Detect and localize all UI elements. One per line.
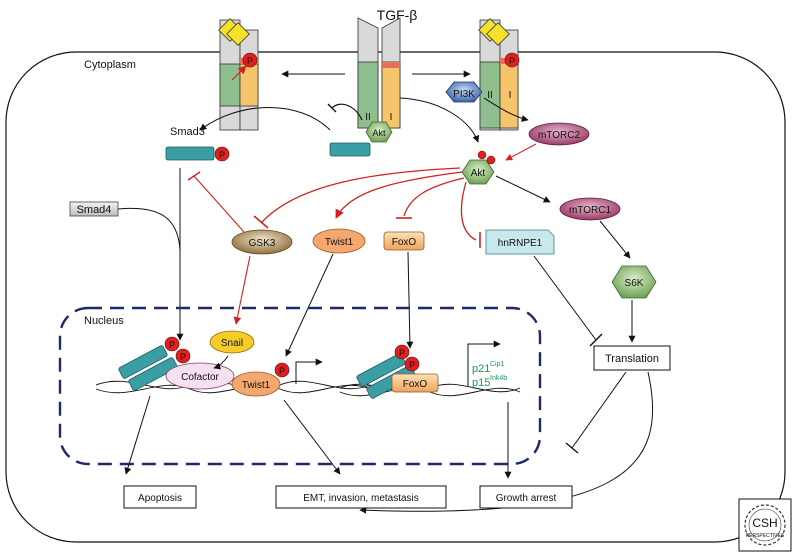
csh-perspectives-logo: CSH PERSPECTIVES: [738, 498, 792, 552]
cofactor-node: Cofactor: [165, 362, 235, 390]
arrow-translation-emt: [359, 371, 654, 514]
growth-arrest-label: Growth arrest: [496, 493, 557, 504]
hnrnpe1-node: hnRNPE1: [485, 229, 555, 255]
arrow-snail-cofactor: [213, 355, 229, 370]
mtorc1-label: mTORC1: [569, 205, 611, 216]
arrow-to-smad3: [199, 107, 331, 131]
receptor-complex-center: II I: [357, 17, 401, 129]
outcome-growth-arrest: Growth arrest: [479, 485, 573, 509]
gene-p15-sup: Ink4b: [490, 375, 507, 382]
gsk3-inhibit-smad3: [193, 175, 245, 233]
arrow-twist1-nucleus: [285, 253, 334, 357]
type2-receptor-label: II: [487, 90, 493, 101]
phospho-label: P: [409, 360, 415, 370]
arrow-to-apoptosis: [124, 395, 151, 475]
apoptosis-label: Apoptosis: [138, 493, 182, 504]
gene-p21: p21: [472, 363, 490, 375]
arrow-foxo-nucleus: [406, 251, 414, 349]
logo-text: CSH: [752, 516, 777, 530]
arrow-to-mtorc2: [483, 97, 529, 122]
arrow-mtorc1-s6k: [599, 220, 631, 259]
mtorc2-node: mTORC2: [528, 122, 590, 146]
mtorc2-label: mTORC2: [538, 130, 580, 141]
transcription-arrow-foxo: [467, 340, 501, 386]
foxo-node: FoxO: [383, 231, 425, 251]
cofactor-label: Cofactor: [181, 372, 219, 383]
tgfb-title: TGF-β: [377, 7, 418, 23]
type2-receptor-label: II: [365, 112, 371, 123]
translation-node: Translation: [593, 345, 671, 371]
gene-p15: p15: [472, 377, 490, 389]
outcome-apoptosis: Apoptosis: [123, 485, 197, 509]
hnrnpe1-label: hnRNPE1: [498, 238, 543, 249]
type1-receptor-label: I: [390, 112, 393, 123]
pi3k-label: PI3K: [453, 89, 475, 100]
translation-inhibit-growth-arrest: [571, 371, 627, 449]
smad4-label: Smad4: [77, 204, 112, 216]
phospho-label: P: [180, 352, 186, 362]
s6k-label: S6K: [625, 278, 644, 289]
smad3-akt-complex: Akt: [327, 103, 393, 157]
arrow-akt-mtorc1: [495, 175, 551, 203]
type1-receptor-label: I: [509, 90, 512, 101]
snail-label: Snail: [221, 338, 243, 349]
pi3k-node: PI3K: [445, 81, 483, 103]
twist1-label: Twist1: [325, 237, 354, 248]
phospho-label: P: [169, 340, 175, 350]
arrow-to-akt: [399, 97, 480, 143]
phospho-label: P: [247, 56, 253, 66]
mtorc1-node: mTORC1: [559, 197, 621, 221]
emt-label: EMT, invasion, metastasis: [303, 493, 419, 504]
phospho-label: P: [279, 366, 285, 376]
smad-complex-nucleus: P P: [118, 336, 191, 391]
twist1-nuclear-node: Twist1 P: [231, 362, 290, 397]
akt-active-node: Akt: [461, 150, 496, 185]
gene-p21-sup: Cip1: [490, 361, 505, 368]
hnrnpe1-inhibit-translation: [533, 255, 597, 341]
receptor-complex-right: P II I: [478, 18, 520, 131]
smad4-join-line: [117, 207, 181, 251]
smad3-label: Smad3: [170, 126, 205, 138]
arrow-gsk3-snail: [233, 255, 251, 325]
cytoplasm-label: Cytoplasm: [84, 59, 136, 71]
gsk3-node: GSK3: [231, 229, 293, 255]
logo-subtext: PERSPECTIVES: [746, 533, 785, 539]
twist1-node: Twist1: [312, 228, 366, 254]
akt-inactive-label: Akt: [372, 128, 386, 138]
nucleus-label: Nucleus: [84, 315, 124, 327]
smad4-node: Smad4: [69, 201, 119, 217]
foxo-label: FoxO: [392, 237, 417, 248]
foxo-nuclear-label: FoxO: [403, 379, 428, 390]
akt-red-edges: [253, 167, 481, 248]
outcome-emt: EMT, invasion, metastasis: [275, 485, 447, 509]
target-genes: p21 Cip1 p15 Ink4b: [472, 361, 507, 389]
smad3-node: Smad3 P: [165, 126, 230, 162]
akt-active-label: Akt: [471, 168, 486, 179]
gsk3-label: GSK3: [249, 238, 276, 249]
translation-label: Translation: [605, 353, 659, 365]
phospho-label: P: [219, 150, 225, 160]
twist1-nuclear-label: Twist1: [242, 380, 271, 391]
snail-node: Snail: [209, 330, 255, 354]
transcription-arrow: [295, 358, 323, 384]
arrow-to-emt: [283, 399, 341, 475]
arrow-mtorc2-akt: [505, 143, 537, 161]
phospho-label: P: [399, 348, 405, 358]
nucleus-boundary: [58, 306, 542, 466]
s6k-node: S6K: [611, 265, 657, 299]
phospho-label: P: [509, 56, 515, 66]
foxo-nuclear-node: FoxO: [391, 373, 439, 393]
receptor-complex-left: P: [218, 18, 259, 131]
